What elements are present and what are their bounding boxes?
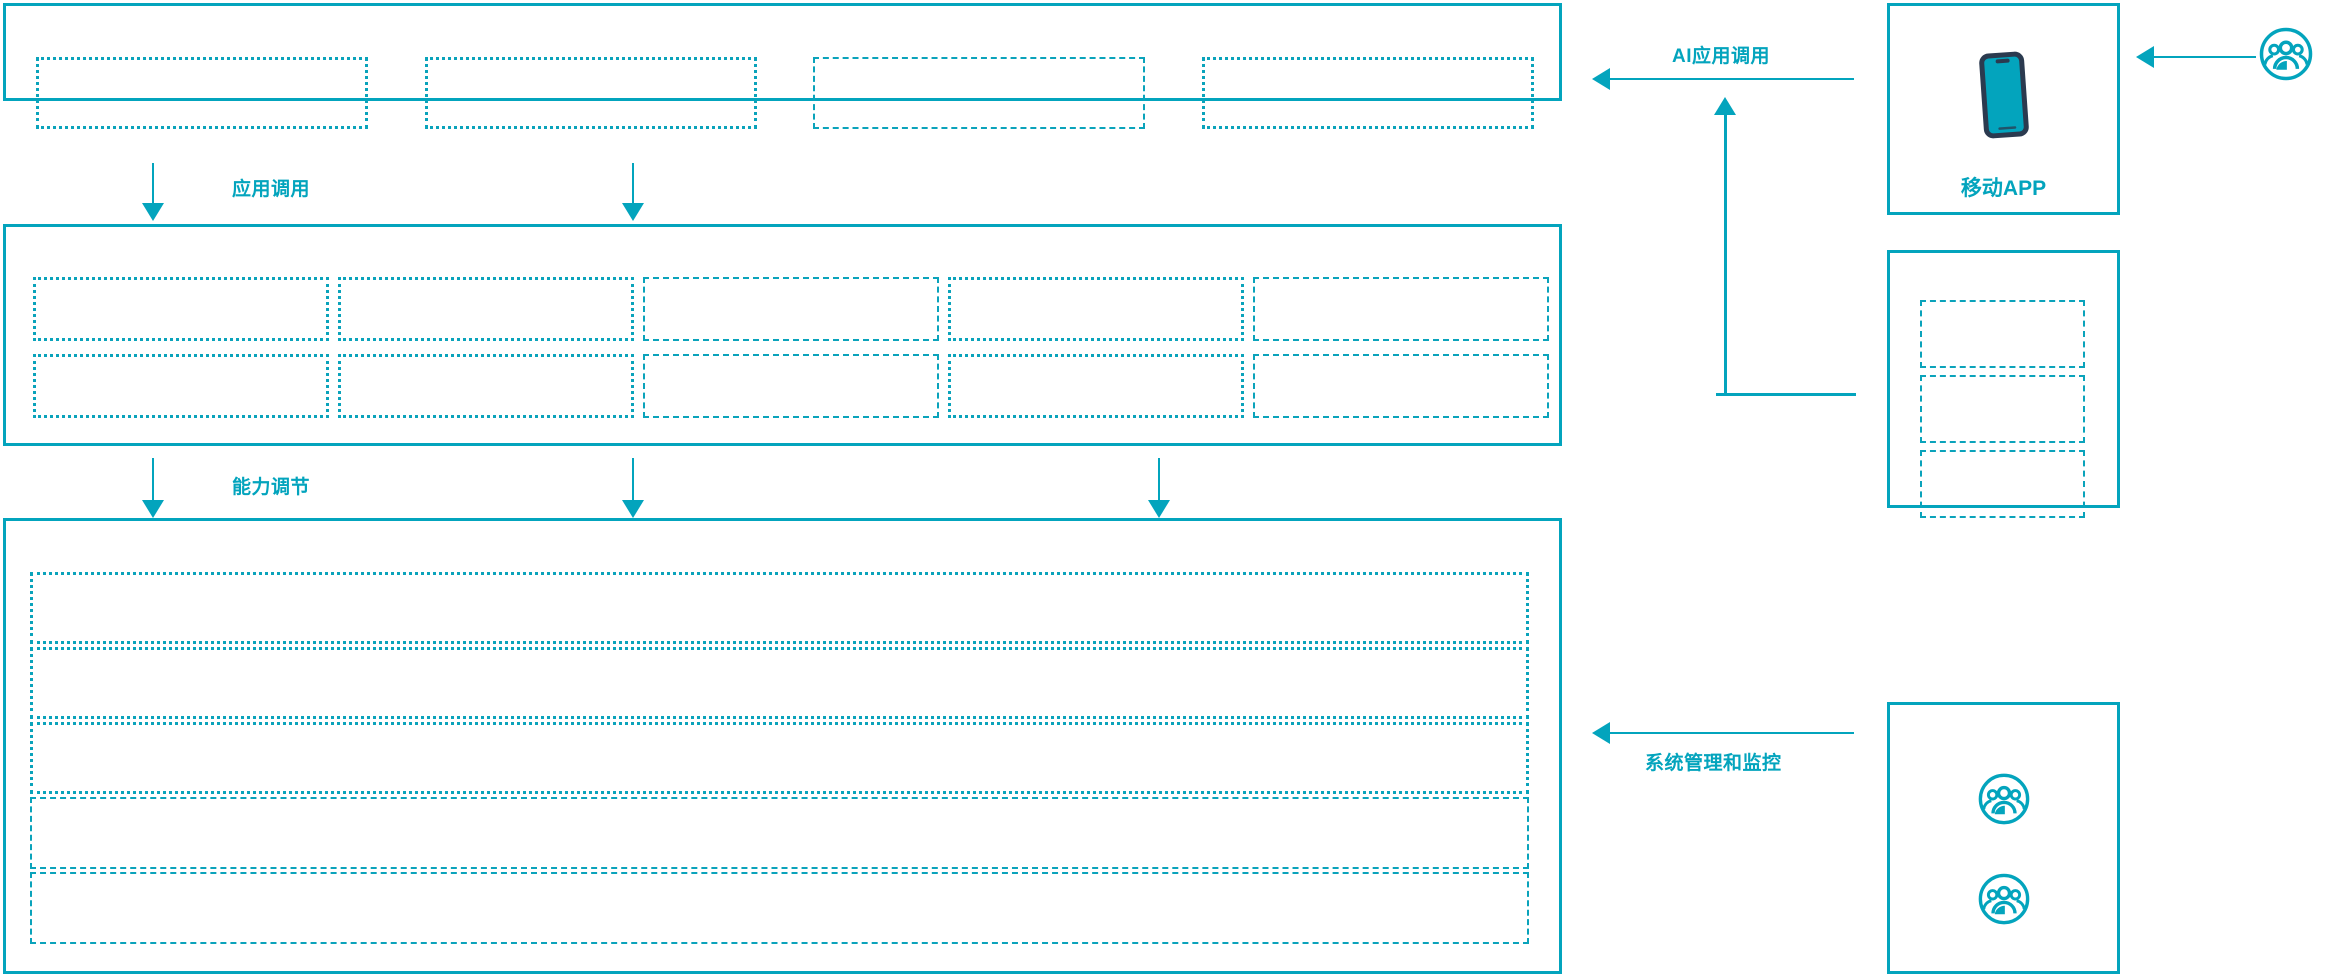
application-layer-panel — [3, 3, 1562, 101]
application-box-1[interactable] — [36, 57, 368, 129]
channel-box-2[interactable] — [1920, 375, 2085, 443]
ai-app-invoke-elbow — [1716, 393, 1856, 396]
platform-row-2[interactable] — [30, 647, 1529, 719]
channel-box-1[interactable] — [1920, 300, 2085, 368]
capability-box-r2c5[interactable] — [1253, 354, 1549, 418]
capability-invoke-arrow-1 — [142, 458, 164, 518]
capability-box-r1c4[interactable] — [948, 277, 1244, 341]
operations-panel — [1887, 702, 2120, 974]
app-invoke-arrow-1 — [142, 163, 164, 221]
application-box-3[interactable] — [813, 57, 1145, 129]
capability-box-r1c3[interactable] — [643, 277, 939, 341]
external-user-arrow — [2136, 46, 2256, 68]
ai-app-invoke-arrow — [1592, 68, 1854, 90]
application-box-4[interactable] — [1202, 57, 1534, 129]
capability-invoke-arrow-3 — [1148, 458, 1170, 518]
application-box-2[interactable] — [425, 57, 757, 129]
operations-users-group-icon-2 — [1977, 872, 2031, 926]
platform-layer-panel — [3, 518, 1562, 974]
channel-box-3[interactable] — [1920, 450, 2085, 518]
mobile-app-caption: 移动APP — [1960, 177, 2047, 200]
channels-panel — [1887, 250, 2120, 508]
capability-box-r2c2[interactable] — [338, 354, 634, 418]
platform-row-1[interactable] — [30, 572, 1529, 644]
platform-row-4[interactable] — [30, 797, 1529, 869]
app-invoke-arrow-2 — [622, 163, 644, 221]
capability-invoke-arrow-2 — [622, 458, 644, 518]
platform-row-5[interactable] — [30, 872, 1529, 944]
ai-app-invoke-up-arrow — [1714, 97, 1736, 395]
external-user-icon — [2258, 26, 2314, 82]
app-invoke-label: 应用调用 — [232, 179, 311, 200]
capability-layer-panel — [3, 224, 1562, 446]
capability-box-r1c1[interactable] — [33, 277, 329, 341]
mobile-phone-icon — [1974, 50, 2034, 140]
capability-box-r1c2[interactable] — [338, 277, 634, 341]
capability-box-r2c3[interactable] — [643, 354, 939, 418]
platform-row-3[interactable] — [30, 722, 1529, 794]
capability-box-r2c1[interactable] — [33, 354, 329, 418]
capability-invoke-label: 能力调节 — [232, 477, 311, 498]
capability-box-r2c4[interactable] — [948, 354, 1244, 418]
capability-box-r1c5[interactable] — [1253, 277, 1549, 341]
ai-app-invoke-label: AI应用调用 — [1672, 46, 1771, 67]
system-admin-monitor-arrow — [1592, 722, 1854, 744]
operations-users-group-icon-1 — [1977, 772, 2031, 826]
system-admin-monitor-label: 系统管理和监控 — [1645, 753, 1782, 774]
